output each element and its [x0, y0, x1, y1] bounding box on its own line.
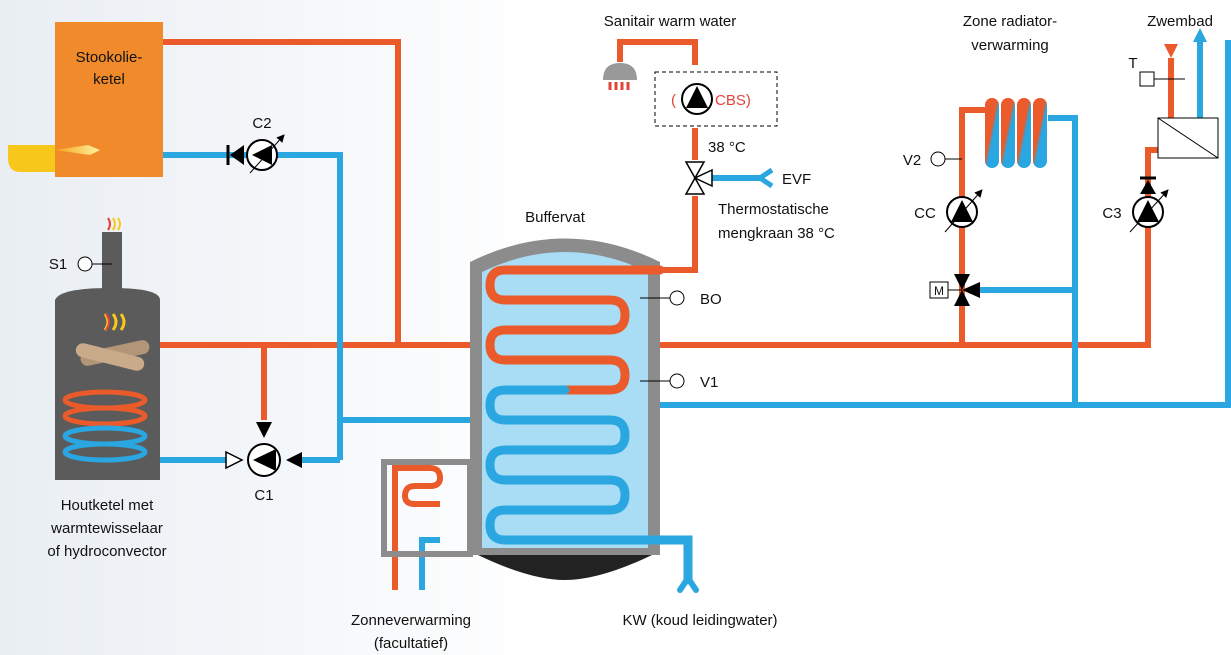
wood-stove — [55, 217, 160, 480]
pump-c3: C3 — [1102, 176, 1169, 233]
thermostatic-valve — [684, 161, 713, 195]
t-label: T — [1128, 55, 1137, 72]
cbs-pump-box: ( CBS) — [654, 71, 778, 127]
sensor-s1: S1 — [49, 256, 112, 273]
cbs-label: CBS) — [715, 92, 751, 109]
pump-c1: C1 — [225, 422, 302, 504]
zone-label-2: verwarming — [971, 37, 1049, 54]
c2-label: C2 — [252, 115, 271, 132]
evf-fork — [758, 167, 774, 189]
tank-coil-hot — [485, 265, 665, 395]
c3-label: C3 — [1102, 205, 1121, 222]
bo-label: BO — [700, 291, 722, 308]
pool-heat-exchanger — [1157, 117, 1219, 159]
kw-label: KW (koud leidingwater) — [622, 612, 777, 629]
evf-label: EVF — [782, 171, 811, 188]
sanitair-label: Sanitair warm water — [604, 13, 737, 30]
stove-label-1: Houtketel met — [61, 497, 154, 514]
zonne-label-2: (facultatief) — [374, 635, 448, 652]
stove-label-2: warmtewisselaar — [50, 520, 163, 537]
zwembad-label: Zwembad — [1147, 13, 1213, 30]
stove-label-3: of hydroconvector — [47, 543, 166, 560]
kw-inlet-fork — [677, 575, 699, 593]
pump-c2: C2 — [226, 115, 285, 174]
sensor-bo: BO — [640, 290, 722, 308]
thermo-label-2: mengkraan 38 °C — [718, 225, 835, 242]
zone-label-1: Zone radiator- — [963, 13, 1057, 30]
pump-cc: CC — [914, 189, 983, 233]
temp-38-label: 38 °C — [708, 139, 746, 156]
hot-pipes — [155, 39, 1174, 590]
mixing-valve-m: M — [929, 274, 980, 306]
oil-boiler-label-1: Stookolie- — [76, 49, 143, 66]
oil-boiler: Stookolie- ketel — [8, 22, 163, 177]
thermo-label-1: Thermostatische — [718, 201, 829, 218]
s1-label: S1 — [49, 256, 67, 273]
sensor-v1: V1 — [640, 373, 718, 391]
pool-out-arrow — [1164, 44, 1178, 58]
tank-coil-cold — [485, 385, 693, 585]
cc-label: CC — [914, 205, 936, 222]
pool-return-arrow — [1193, 28, 1207, 42]
buffer-tank — [470, 238, 660, 580]
sensor-v2: V2 — [903, 151, 962, 169]
cbs-open-paren: ( — [671, 92, 676, 109]
shower-head-icon — [603, 63, 637, 90]
c1-label: C1 — [254, 487, 273, 504]
cold-pipes — [155, 40, 1231, 590]
buffervat-label: Buffervat — [525, 209, 586, 226]
zonne-label-1: Zonneverwarming — [351, 612, 471, 629]
oil-boiler-label-2: ketel — [93, 71, 125, 88]
m-label: M — [934, 284, 944, 298]
stove-labels: Houtketel met warmtewisselaar of hydroco… — [47, 497, 166, 560]
sensor-t: T — [1128, 55, 1185, 87]
v2-label: V2 — [903, 152, 921, 169]
v1-label: V1 — [700, 374, 718, 391]
solar-collector-box — [381, 459, 473, 557]
radiator-icon — [985, 98, 1047, 168]
